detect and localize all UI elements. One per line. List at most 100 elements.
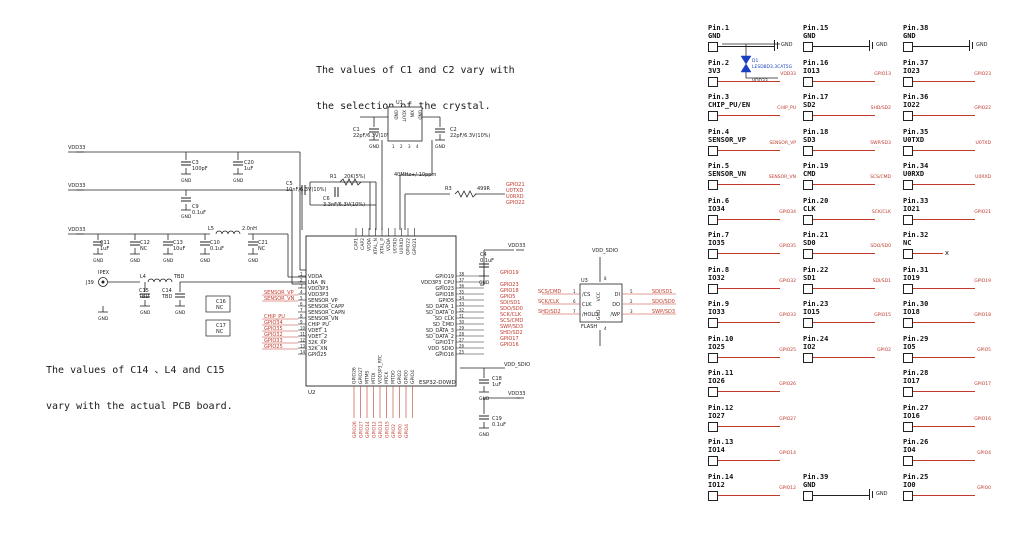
- esp32-left-pin-name: GPIO25: [308, 352, 327, 358]
- module-pin-signal: IO23: [903, 66, 920, 75]
- module-pin-number: Pin.7: [708, 231, 730, 239]
- pcb-note-line-2: vary with the actual PCB board.: [46, 401, 233, 412]
- module-pin-wire: [913, 425, 975, 427]
- esp32-right-pin-name: GPIO16: [435, 352, 454, 358]
- ground-label: GND: [876, 490, 888, 497]
- flash-supply: VDD_SDIO: [592, 248, 618, 254]
- module-pin-pad: [903, 283, 913, 294]
- flash-ref: U3: [581, 278, 588, 284]
- capacitor-ref: C2: [450, 127, 457, 133]
- module-pin-number: Pin.38: [903, 24, 929, 32]
- esp32-right-pin-num: 26: [459, 344, 465, 349]
- module-pin-net: U0RXD: [975, 175, 991, 180]
- module-pin-wire: [813, 356, 875, 358]
- esp32-left-pin-name: VDD3P3: [308, 292, 329, 298]
- capacitor-ref: C16: [216, 299, 226, 305]
- module-pin-net: GPIO18: [974, 313, 991, 318]
- ground-label: GND: [876, 42, 888, 48]
- module-pin-number: Pin.29: [903, 334, 929, 343]
- vdd-sdio-label: VDD_SDIO: [504, 362, 530, 368]
- ground-label: GND: [369, 144, 380, 150]
- esp32-left-pin-num: 3: [300, 284, 303, 289]
- module-pin-net: GPIO15: [874, 313, 891, 318]
- esp32-right-pin-num: 32: [459, 308, 465, 313]
- esp32-bottom-pin-name: MTDI: [371, 373, 377, 384]
- capacitor-ref: C11: [100, 240, 110, 246]
- capacitor-ref: C9: [192, 204, 199, 210]
- capacitor-ref: C6: [323, 196, 330, 202]
- esp32-bottom-pin-name: MTDO: [391, 370, 397, 384]
- esp32-bottom-pin-name: VDD3P3_RTC: [378, 355, 384, 384]
- module-pin-net: GPIO25: [779, 347, 796, 353]
- power-label: VDD33: [68, 227, 85, 233]
- resistor-ref: R3: [445, 186, 452, 192]
- module-pin-number: Pin.32: [903, 231, 929, 239]
- esp32-left-pin-name: VDET_1: [308, 328, 327, 334]
- module-pin-pad: [903, 456, 913, 466]
- crystal-ref: U1: [396, 100, 403, 106]
- esp32-chip-body: [305, 235, 457, 387]
- esp32-right-pin-name: SD_DATA_3: [426, 328, 454, 334]
- module-pin-net: GPIO22: [974, 106, 991, 111]
- module-pin-number: Pin.9: [708, 300, 730, 308]
- esp32-left-pin-name: 32K_XN: [308, 346, 328, 352]
- module-pin-pad: [903, 490, 913, 501]
- module-pin-wire: [718, 218, 780, 220]
- esp32-right-net-label: GPIO23: [500, 282, 519, 288]
- module-pin-pad: [903, 111, 913, 121]
- flash-left-pin-num: 7: [573, 309, 576, 314]
- flash-left-pin-name: /CS: [582, 292, 590, 298]
- module-pin-net: GPIO32: [779, 278, 796, 284]
- module-pin-wire: [913, 80, 975, 82]
- module-pin-wire: [813, 322, 875, 323]
- module-pin-pad: [708, 111, 718, 121]
- module-pin-number: Pin.24: [803, 334, 829, 343]
- crystal-pin-name: XIN: [410, 110, 415, 117]
- inductor-value: 2.0nH: [242, 226, 257, 232]
- module-pin-pad: [903, 42, 913, 52]
- module-pin-signal: CLK: [803, 204, 816, 213]
- module-pin-number: Pin.1: [708, 24, 730, 32]
- module-pin-net: GPIO4: [977, 451, 991, 456]
- connector-ref: J39: [85, 280, 94, 286]
- module-pin-number: Pin.10: [708, 334, 734, 343]
- module-pin-wire: [718, 287, 780, 289]
- module-pin-net: x: [944, 249, 949, 257]
- esp32-top-pin-name: GPIO22: [406, 238, 412, 255]
- module-pin-pad: [803, 180, 813, 190]
- esp32-right-pin-name: SD_DATA_0: [426, 310, 454, 316]
- ground-label: GND: [479, 280, 490, 286]
- module-pin-signal: SD3: [803, 135, 816, 144]
- module-pin-wire: [718, 322, 780, 323]
- inductor-body: [147, 278, 173, 283]
- power-label: VDD33: [68, 145, 85, 151]
- module-pin-wire: [718, 253, 780, 254]
- capacitor-ref: C19: [492, 416, 502, 422]
- esp32-right-net-label: GPIO19: [500, 270, 519, 276]
- crystal-note-line-2: the selection of the crystal.: [316, 101, 491, 112]
- module-pin-signal: SD0: [803, 239, 816, 247]
- power-label: VDD33: [508, 391, 525, 397]
- esp32-left-pin-num: 9: [300, 320, 303, 325]
- esp32-left-net-label: GPIO34: [264, 320, 283, 326]
- module-pin-net: VDD33: [780, 71, 796, 77]
- esp32-left-pin-num: 14: [300, 350, 306, 355]
- module-pin-wire: [913, 253, 943, 254]
- module-pin-wire: [718, 46, 774, 47]
- module-pin-wire: [718, 80, 780, 82]
- module-pin-signal: IO5: [903, 342, 916, 351]
- module-pin-wire: [913, 287, 975, 289]
- module-pin-signal: SENSOR_VN: [708, 170, 746, 178]
- esp32-left-pin-num: 6: [300, 302, 303, 307]
- esp32-top-pin-name: CAP1: [354, 238, 360, 250]
- esp32-top-pin-name: VDDA: [386, 237, 392, 251]
- module-pin-signal: IO15: [803, 308, 820, 316]
- crystal-pin-num: 2: [400, 144, 403, 149]
- module-pin-wire: [718, 149, 780, 151]
- module-pin-wire: [913, 149, 975, 151]
